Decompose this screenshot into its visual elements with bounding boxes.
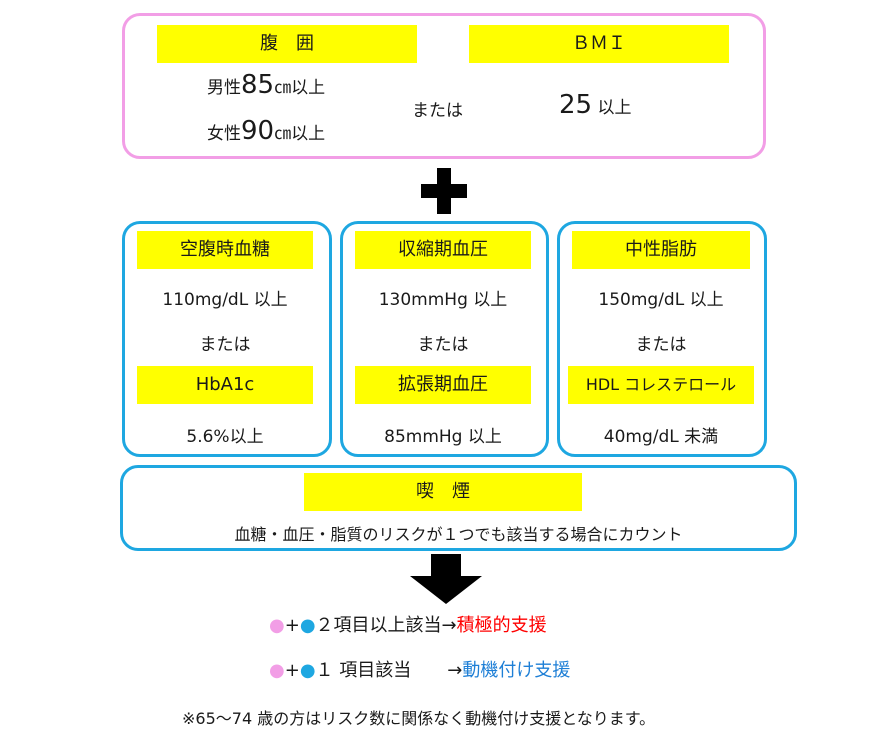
hba1c-label: HbA1c xyxy=(137,366,313,404)
female-prefix: 女性 xyxy=(207,124,241,144)
active-support-label: 積極的支援 xyxy=(456,615,547,636)
diastolic-value: 85mmHg 以上 xyxy=(384,427,502,447)
result-active-support: ●+●２項目以上該当→積極的支援 xyxy=(269,611,547,637)
blood-pressure-box xyxy=(340,221,549,457)
glucose-label: 空腹時血糖 xyxy=(137,231,313,269)
glucose-or: または xyxy=(199,335,251,355)
male-criterion: 男性85㎝以上 xyxy=(207,70,325,100)
male-value: 85 xyxy=(241,70,275,100)
female-criterion: 女性90㎝以上 xyxy=(207,116,325,146)
bmi-label: ＢＭＩ xyxy=(469,25,729,63)
smoking-label: 喫 煙 xyxy=(304,473,582,511)
glucose-box xyxy=(122,221,332,457)
footnote: ※65〜74 歳の方はリスク数に関係なく動機付け支援となります。 xyxy=(182,709,656,728)
systolic-value: 130mmHg 以上 xyxy=(378,290,508,310)
result2-plus: + xyxy=(284,660,300,681)
bp-or: または xyxy=(417,335,469,355)
pink-dot-icon: ● xyxy=(269,615,285,636)
bmi-suffix: 以上 xyxy=(597,98,632,118)
smoking-note: 血糖・血圧・脂質のリスクが１つでも該当する場合にカウント xyxy=(234,525,683,544)
bmi-criterion: 25 以上 xyxy=(559,90,632,120)
plus-icon xyxy=(421,168,467,214)
hdl-label: HDL コレステロール xyxy=(568,366,754,404)
result1-plus: + xyxy=(284,615,300,636)
blue-dot-icon: ● xyxy=(299,660,316,681)
result2-text: １ 項目該当 → xyxy=(315,660,463,681)
or-text-top: または xyxy=(412,101,463,121)
triglyceride-value: 150mg/dL 以上 xyxy=(598,290,724,310)
male-suffix: ㎝以上 xyxy=(274,78,326,98)
result1-text: ２項目以上該当→ xyxy=(315,615,457,636)
female-value: 90 xyxy=(241,116,275,146)
male-prefix: 男性 xyxy=(207,78,241,98)
result-motivational-support: ●+●１ 項目該当 →動機付け支援 xyxy=(269,656,570,682)
blue-dot-icon: ● xyxy=(299,615,316,636)
lipid-box xyxy=(557,221,767,457)
lipid-or: または xyxy=(635,335,687,355)
bmi-value: 25 xyxy=(559,90,593,120)
hdl-value: 40mg/dL 未満 xyxy=(603,427,719,447)
systolic-label: 収縮期血圧 xyxy=(355,231,531,269)
female-suffix: ㎝以上 xyxy=(274,124,326,144)
down-arrow-icon xyxy=(410,554,482,604)
diastolic-label: 拡張期血圧 xyxy=(355,366,531,404)
obesity-criteria-box xyxy=(122,13,766,159)
hba1c-value: 5.6%以上 xyxy=(186,427,264,447)
smoking-box xyxy=(120,465,797,551)
waist-label: 腹 囲 xyxy=(157,25,417,63)
motivational-support-label: 動機付け支援 xyxy=(462,660,571,681)
pink-dot-icon: ● xyxy=(269,660,285,681)
triglyceride-label: 中性脂肪 xyxy=(572,231,750,269)
glucose-value: 110mg/dL 以上 xyxy=(162,290,288,310)
